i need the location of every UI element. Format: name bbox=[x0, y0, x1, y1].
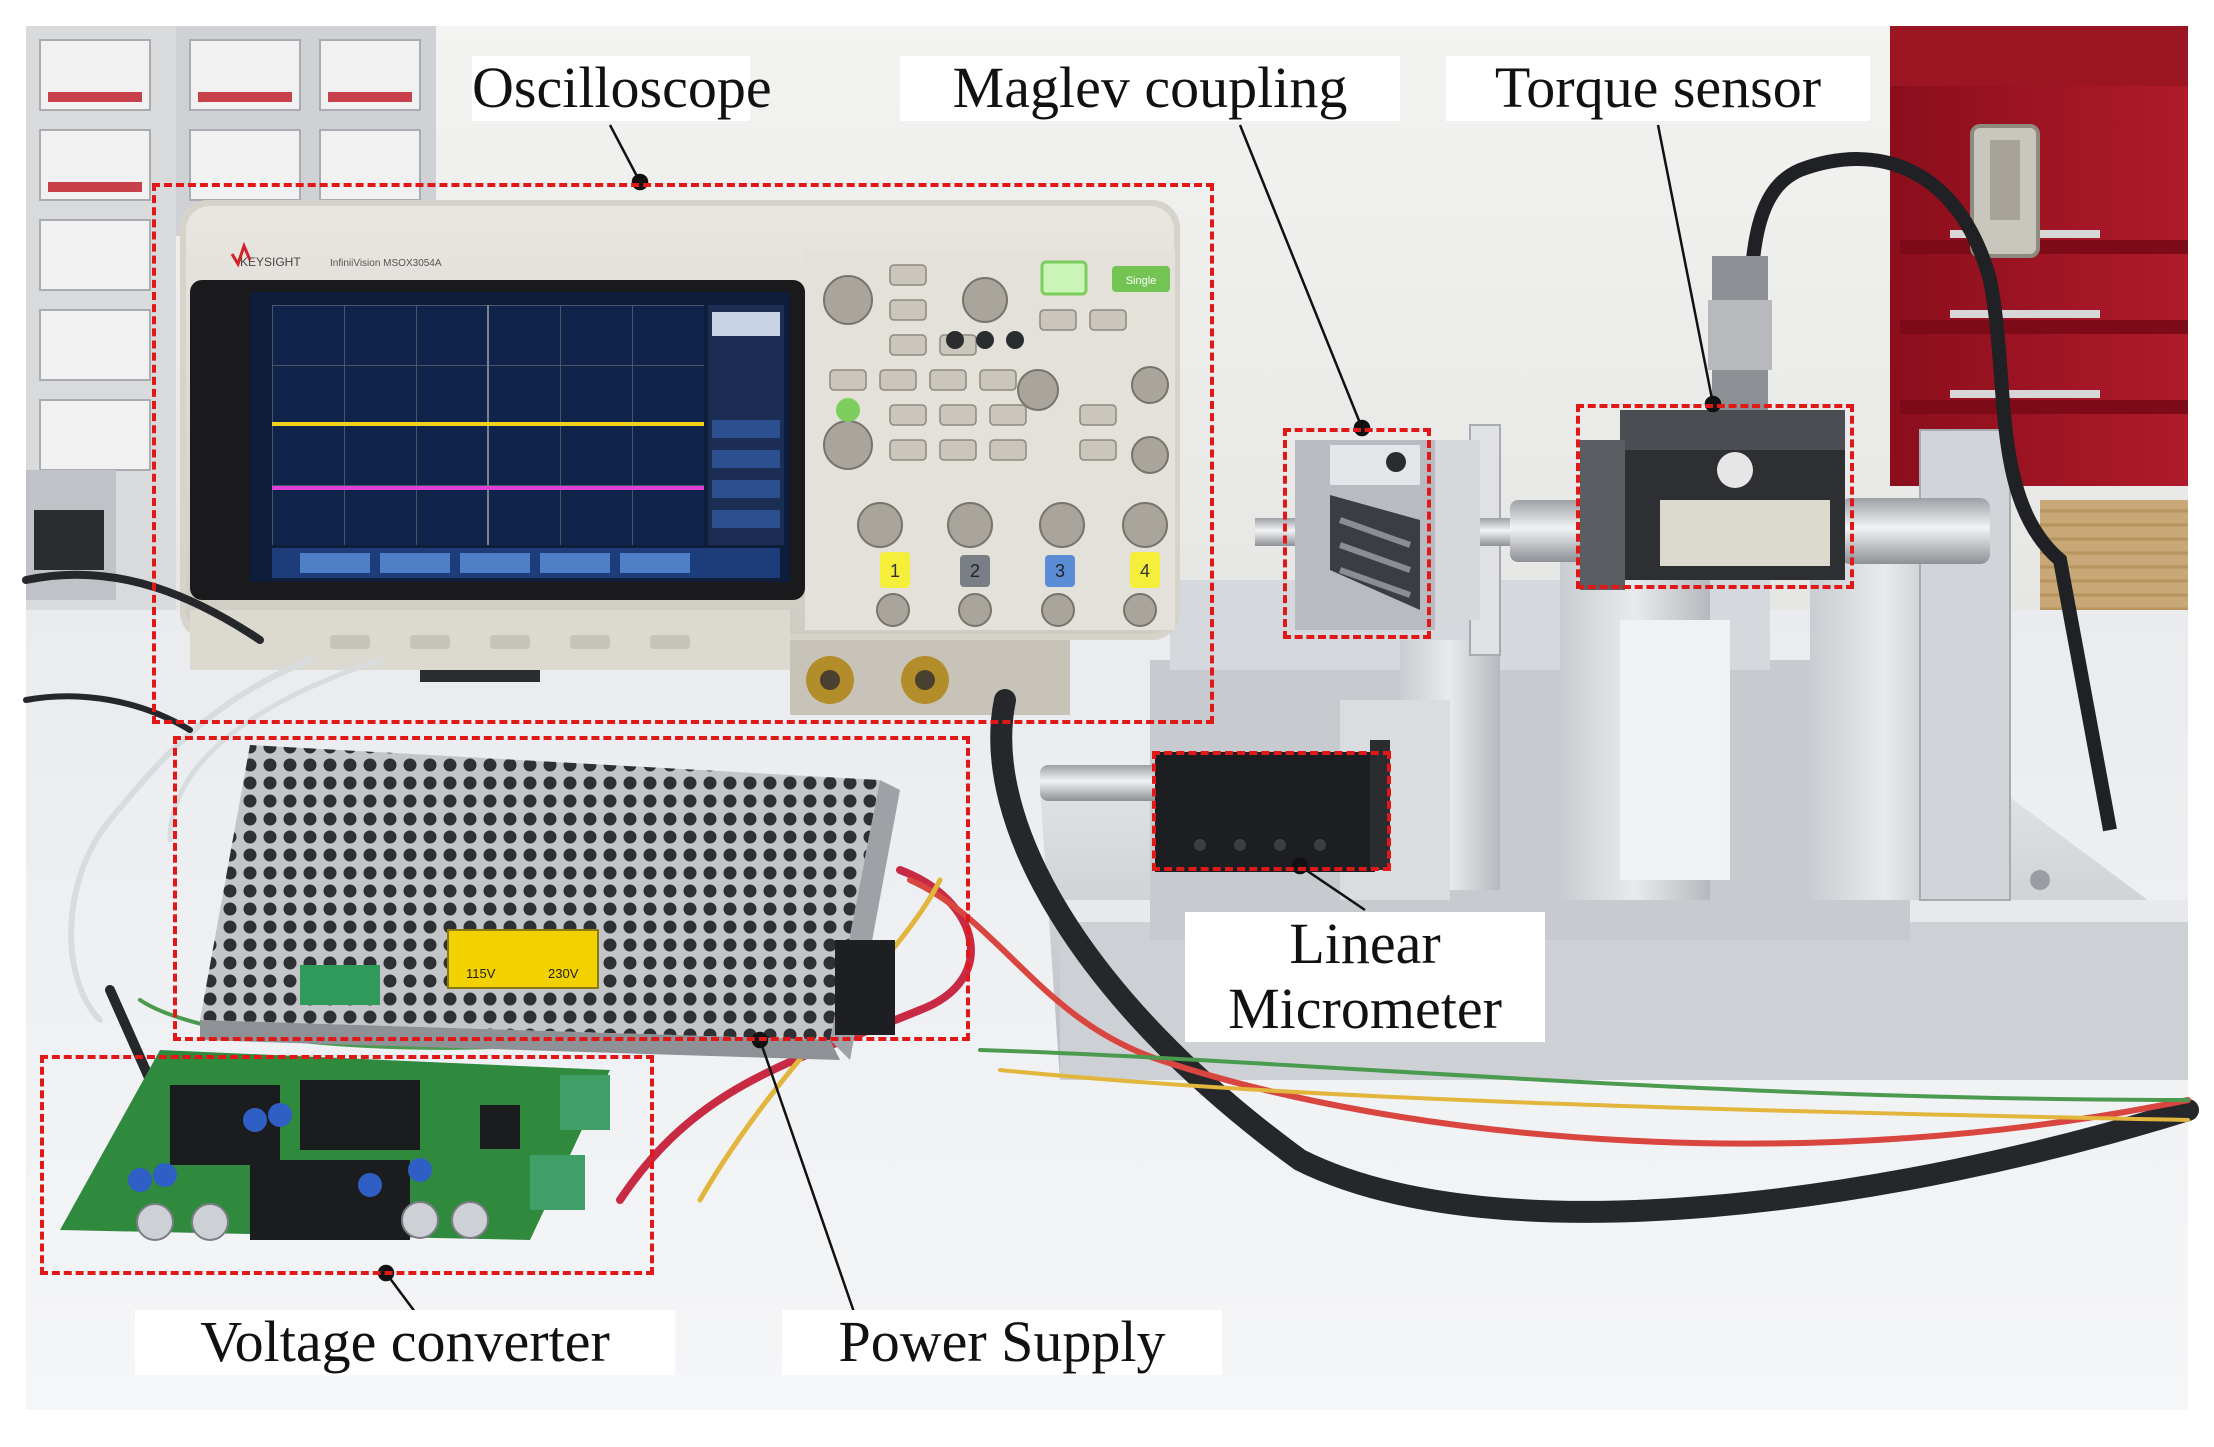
voltage-left-text: 115V bbox=[466, 966, 496, 981]
channel-1-number: 1 bbox=[890, 561, 900, 581]
linear-micrometer-label-line1: Linear bbox=[1289, 911, 1441, 976]
channel-4-number: 4 bbox=[1140, 561, 1150, 581]
maglev-coupling-highlight-box bbox=[1283, 428, 1431, 639]
power-supply-unit: 115V 230V bbox=[200, 745, 900, 1060]
power-supply-highlight-box bbox=[173, 736, 970, 1041]
maglev-coupling-label: Maglev coupling bbox=[900, 55, 1400, 121]
torque-sensor bbox=[1580, 152, 2117, 832]
voltage-selector-label bbox=[447, 929, 599, 989]
voltage-converter-board bbox=[60, 1050, 610, 1241]
scope-brand-text: KEYSIGHT bbox=[240, 255, 301, 269]
linear-micrometer-label-line2: Micrometer bbox=[1228, 975, 1502, 1041]
linear-micrometer-label: Linear Micrometer bbox=[1185, 911, 1545, 1042]
single-button bbox=[1112, 266, 1170, 292]
linear-micrometer bbox=[1040, 740, 1390, 872]
red-toolbox bbox=[1890, 26, 2188, 486]
single-button-label: Single bbox=[1126, 275, 1157, 287]
voltage-converter-label: Voltage converter bbox=[135, 1309, 675, 1375]
maglev-coupling bbox=[1295, 440, 1480, 630]
keysight-logo-icon bbox=[230, 241, 252, 268]
oscilloscope-highlight-box bbox=[152, 183, 1214, 724]
torque-sensor-label: Torque sensor bbox=[1446, 55, 1870, 121]
oscilloscope-label: Oscilloscope bbox=[472, 55, 772, 121]
oscilloscope-device: KEYSIGHT InfiniiVision MSOX3054A bbox=[180, 200, 1180, 715]
left-shelf-rack bbox=[26, 26, 436, 646]
channel-2-number: 2 bbox=[970, 561, 980, 581]
voltage-right-text: 230V bbox=[548, 966, 579, 981]
torque-sensor-highlight-box bbox=[1576, 404, 1854, 589]
channel-3-number: 3 bbox=[1055, 561, 1065, 581]
channel-1-button bbox=[880, 552, 910, 588]
voltage-converter-highlight-box bbox=[40, 1055, 654, 1275]
power-supply-label: Power Supply bbox=[782, 1309, 1222, 1375]
linear-micrometer-highlight-box bbox=[1152, 751, 1391, 871]
scope-model-text: InfiniiVision MSOX3054A bbox=[330, 258, 442, 269]
